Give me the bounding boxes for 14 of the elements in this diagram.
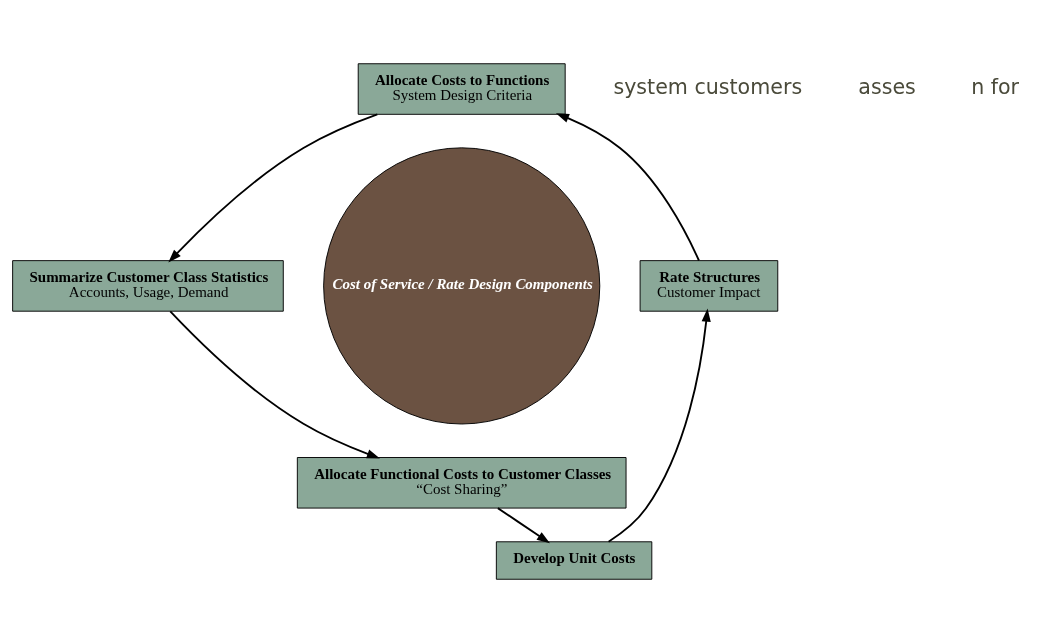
node-box: Summarize Customer Class Statistics Accounts, Usage, Demand [12,260,284,312]
arrow [496,507,550,544]
arrow [168,113,379,263]
node-box: Rate Structures Customer Impact [639,260,779,312]
arrow [555,113,700,262]
label: n for [971,75,1020,100]
arrow [607,308,711,543]
node-box: Allocate Costs to Functions System Design Criteria [357,63,566,115]
node-box: Allocate Functional Costs to Customer Classes “Cost Sharing” [296,457,627,509]
node-circle: Cost of Service / Rate Design Components [323,147,601,425]
label: system customers [613,75,803,100]
node-box: Develop Unit Costs [495,541,653,580]
label: asses [858,75,916,100]
arrow [169,310,380,459]
